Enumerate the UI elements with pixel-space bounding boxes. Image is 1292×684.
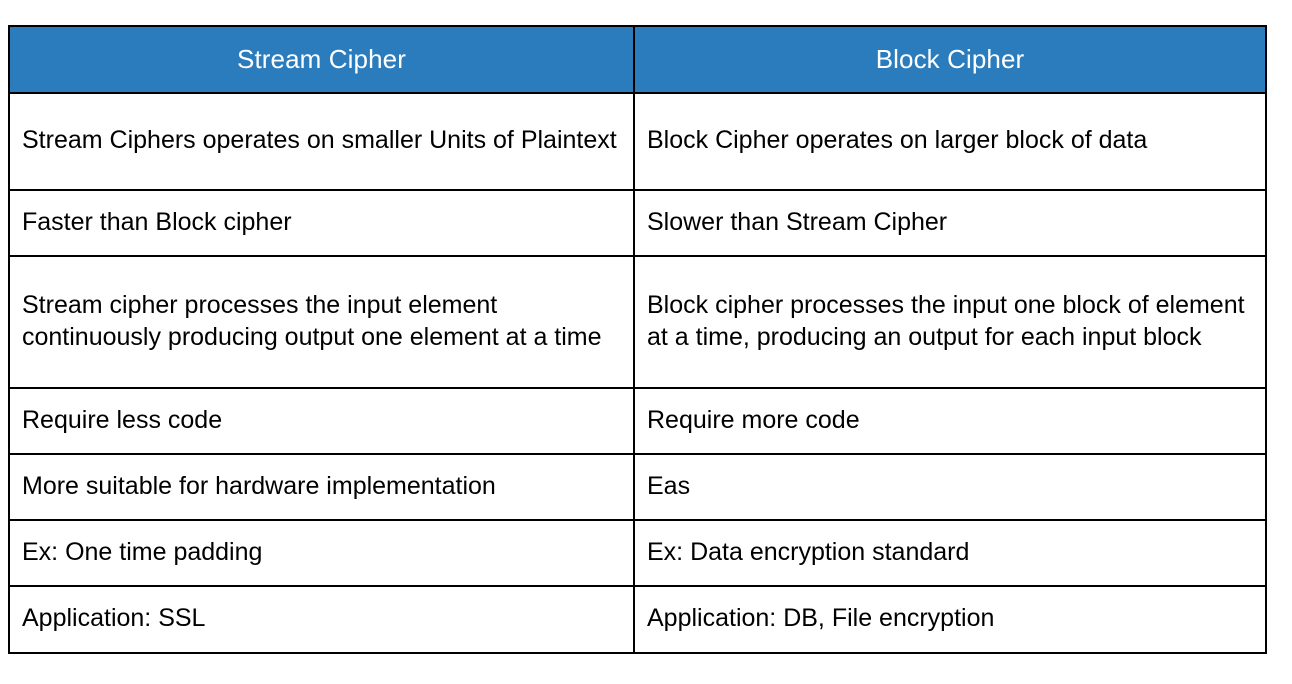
table-header-row: Stream Cipher Block Cipher: [8, 25, 1267, 94]
cell-text: Ex: Data encryption standard: [647, 537, 970, 566]
table-row: Require less code Require more code: [8, 387, 1267, 455]
cell-block-cipher: Ex: Data encryption standard: [633, 519, 1267, 587]
table-row: Faster than Block cipher Slower than Str…: [8, 189, 1267, 257]
cell-text: Require more code: [647, 405, 860, 434]
cell-text: Faster than Block cipher: [22, 207, 292, 236]
cell-text: Block Cipher operates on larger block of…: [647, 126, 1148, 155]
cell-text: Block cipher processes the input one blo…: [647, 290, 1245, 352]
cell-stream-cipher: More suitable for hardware implementatio…: [8, 453, 635, 521]
cell-block-cipher: Require more code: [633, 387, 1267, 455]
table-row: Stream Ciphers operates on smaller Units…: [8, 92, 1267, 191]
cell-text: Eas: [647, 471, 691, 500]
cell-text: More suitable for hardware implementatio…: [22, 471, 496, 500]
cell-stream-cipher: Stream cipher processes the input elemen…: [8, 255, 635, 389]
cell-text: Application: SSL: [22, 604, 206, 633]
cell-text: Stream cipher processes the input elemen…: [22, 290, 602, 352]
cell-stream-cipher: Require less code: [8, 387, 635, 455]
cell-block-cipher: Block cipher processes the input one blo…: [633, 255, 1267, 389]
cell-text: Stream Ciphers operates on smaller Units…: [22, 126, 617, 155]
table-row: More suitable for hardware implementatio…: [8, 453, 1267, 521]
cell-stream-cipher: Stream Ciphers operates on smaller Units…: [8, 92, 635, 191]
cell-text: Require less code: [22, 405, 223, 434]
cell-block-cipher: Slower than Stream Cipher: [633, 189, 1267, 257]
table-row: Ex: One time padding Ex: Data encryption…: [8, 519, 1267, 587]
cell-stream-cipher: Application: SSL: [8, 585, 635, 654]
cell-text: Slower than Stream Cipher: [647, 207, 948, 236]
table-row: Stream cipher processes the input elemen…: [8, 255, 1267, 389]
cell-block-cipher: Block Cipher operates on larger block of…: [633, 92, 1267, 191]
cipher-comparison-table: Stream Cipher Block Cipher Stream Cipher…: [8, 25, 1267, 654]
cell-stream-cipher: Faster than Block cipher: [8, 189, 635, 257]
cell-text: Application: DB, File encryption: [647, 604, 995, 633]
cell-stream-cipher: Ex: One time padding: [8, 519, 635, 587]
cell-block-cipher: Application: DB, File encryption: [633, 585, 1267, 654]
table-row: Application: SSL Application: DB, File e…: [8, 585, 1267, 654]
column-header-block-cipher: Block Cipher: [633, 25, 1267, 94]
cell-text: Ex: One time padding: [22, 537, 263, 566]
table-header: Stream Cipher Block Cipher: [8, 25, 1267, 94]
table-body: Stream Ciphers operates on smaller Units…: [8, 92, 1267, 654]
column-header-stream-cipher: Stream Cipher: [8, 25, 635, 94]
cell-block-cipher: Eas: [633, 453, 1267, 521]
